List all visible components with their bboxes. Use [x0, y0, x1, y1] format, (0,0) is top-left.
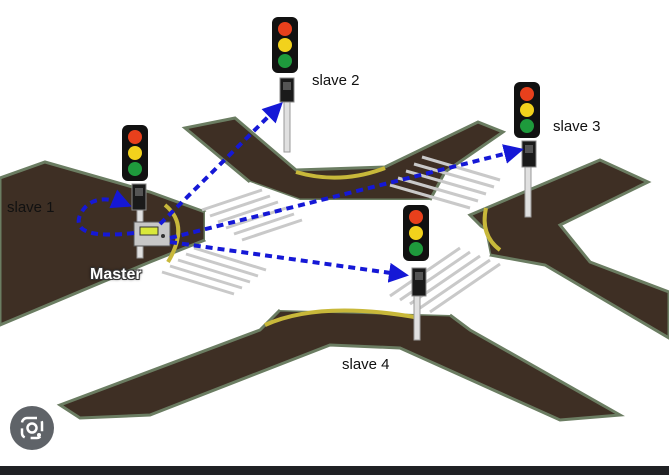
arrow-to-slave-3: [169, 144, 524, 240]
road-north: [181, 116, 507, 202]
arrow-to-slave-1: [76, 189, 135, 237]
slave-1-label: slave 1: [7, 199, 55, 216]
arrow-to-slave-2: [158, 102, 283, 226]
arrow-to-slave-4: [169, 240, 409, 283]
signal-arrows: [76, 102, 524, 283]
traffic-light-slave-3: [514, 82, 540, 218]
roads: [0, 116, 669, 422]
curb-islands: [163, 166, 502, 327]
road-south: [56, 308, 625, 422]
google-lens-icon: [20, 416, 44, 440]
traffic-light-slave-4: [403, 205, 429, 341]
slave-2-label: slave 2: [312, 72, 360, 89]
google-lens-button[interactable]: [10, 406, 54, 450]
traffic-light-slave-2: [272, 17, 298, 153]
road-east: [467, 158, 669, 340]
master-controller-box: [133, 221, 171, 247]
slave-4-label: slave 4: [342, 356, 390, 373]
bottom-bar: [0, 466, 669, 475]
slave-3-label: slave 3: [553, 118, 601, 135]
master-label: Master: [90, 266, 142, 283]
